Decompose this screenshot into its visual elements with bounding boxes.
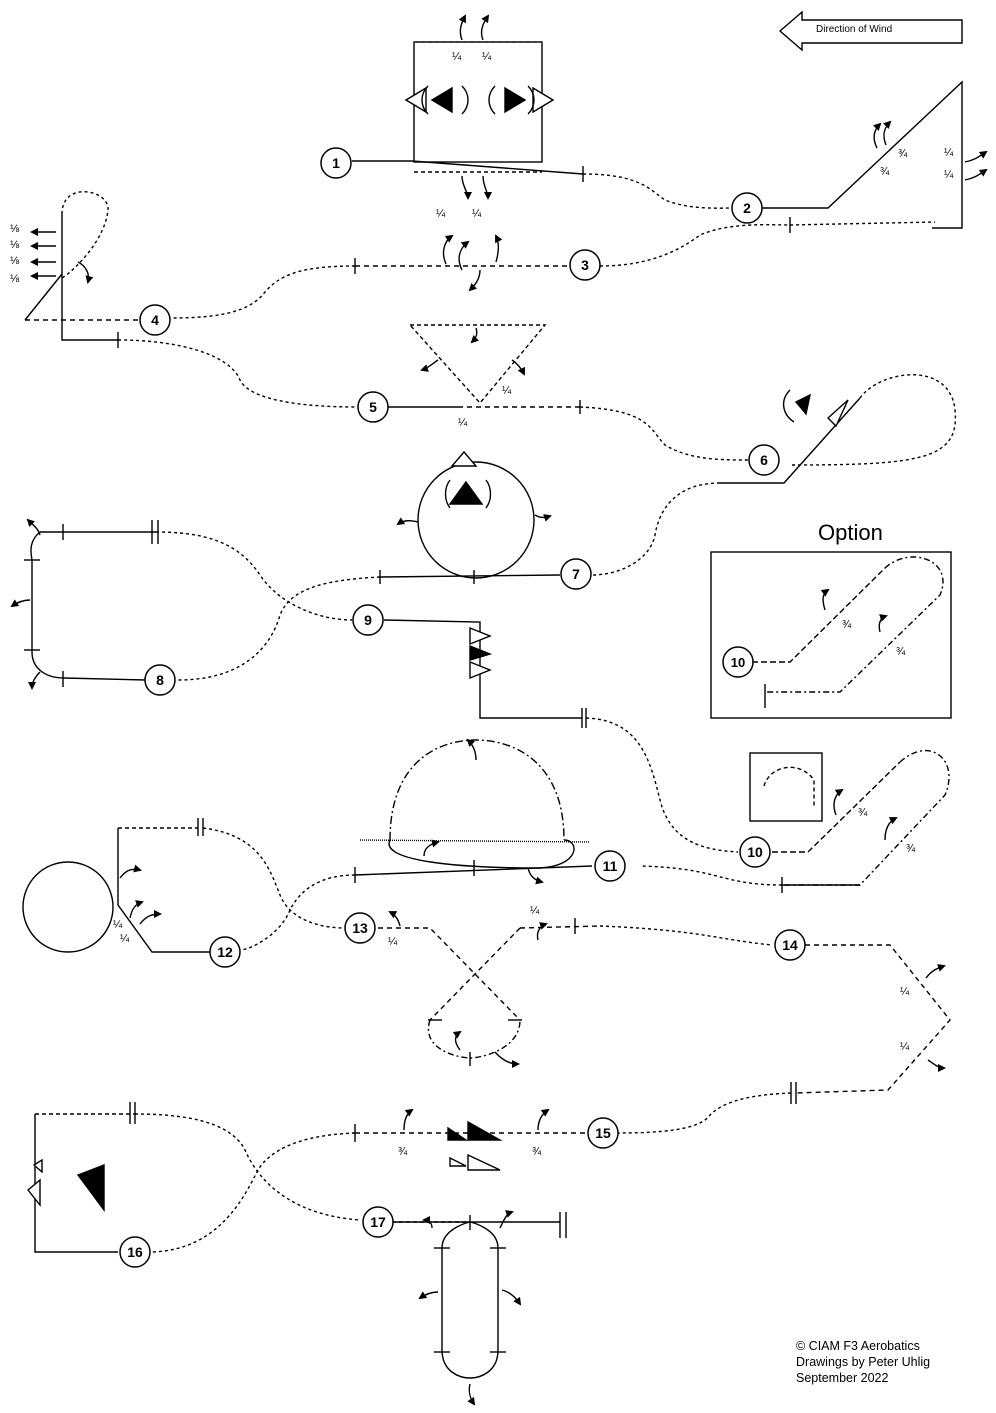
- figure-8-number: 8: [156, 672, 164, 688]
- figure-3-marker: [569, 249, 601, 281]
- figure-1-marker: [320, 147, 352, 179]
- figure-7-marker: [560, 558, 592, 590]
- fraction-label: ¾: [532, 1146, 542, 1158]
- figure-6-marker: [748, 444, 780, 476]
- wind-arrow-shape: [778, 10, 963, 52]
- figure-5-number: 5: [369, 399, 377, 415]
- figure-15-marker: [587, 1117, 619, 1149]
- fraction-label: ¼: [452, 51, 462, 63]
- credits-line-author: Drawings by Peter Uhlig: [796, 1355, 931, 1369]
- figure-11-number: 11: [603, 858, 618, 874]
- option-title: Option: [818, 520, 883, 545]
- fraction-label: ¼: [458, 417, 468, 429]
- credits-line-date: September 2022: [796, 1371, 889, 1385]
- fraction-label: ¼: [530, 905, 540, 917]
- fraction-label: ¾: [896, 646, 906, 658]
- fraction-label: ¼: [900, 986, 910, 998]
- option-figure-marker: [722, 646, 754, 678]
- figure-5-marker: [357, 391, 389, 423]
- figure-14-marker: [774, 929, 806, 961]
- fraction-label: ¾: [842, 619, 852, 631]
- figure-6-number: 6: [760, 452, 768, 468]
- figure-12-marker: [209, 936, 241, 968]
- figure-15-number: 15: [595, 1125, 611, 1141]
- figure-14-number: 14: [782, 937, 798, 953]
- option-figure-number: 10: [731, 655, 745, 670]
- fraction-label: ¼: [120, 933, 130, 945]
- fraction-label: ¼: [900, 1041, 910, 1053]
- credits-line-copyright: © CIAM F3 Aerobatics: [796, 1339, 920, 1353]
- credits-block: © CIAM F3 Aerobatics Drawings by Peter U…: [796, 1338, 930, 1386]
- fraction-label: ¾: [880, 166, 890, 178]
- fraction-label: ¼: [944, 169, 954, 181]
- fraction-label: ⅛: [10, 239, 20, 251]
- figure-4-marker: [139, 304, 171, 336]
- figure-4-number: 4: [151, 312, 159, 328]
- fraction-label: ¼: [388, 936, 398, 948]
- fraction-label: ⅛: [10, 223, 20, 235]
- fraction-label: ¼: [436, 208, 446, 220]
- fraction-label: ⅛: [10, 255, 20, 267]
- figure-7-number: 7: [572, 566, 580, 582]
- fraction-label: ¾: [398, 1146, 408, 1158]
- fraction-label: ¾: [898, 148, 908, 160]
- fraction-label: ¼: [113, 919, 123, 931]
- figure-3-number: 3: [581, 257, 589, 273]
- figure-8-marker: [144, 664, 176, 696]
- figure-2-number: 2: [743, 200, 751, 216]
- figure-17-number: 17: [370, 1214, 386, 1230]
- fraction-label: ¾: [906, 843, 916, 855]
- fraction-label: ¼: [944, 147, 954, 159]
- fraction-label: ¼: [472, 208, 482, 220]
- wind-direction-label: Direction of Wind: [816, 24, 893, 35]
- figure-16-marker: [119, 1236, 151, 1268]
- fraction-label: ¾: [858, 807, 868, 819]
- figure-10-marker: [739, 836, 771, 868]
- figure-1-number: 1: [332, 155, 340, 171]
- fraction-label: ¼: [482, 51, 492, 63]
- figure-16-number: 16: [127, 1244, 143, 1260]
- figure-9-number: 9: [364, 612, 372, 628]
- figure-13-marker: [344, 912, 376, 944]
- figure-11-marker: [594, 850, 626, 882]
- figure-9-marker: [352, 604, 384, 636]
- figure-13-number: 13: [352, 920, 368, 936]
- figure-10-number: 10: [747, 844, 763, 860]
- fraction-label: ¼: [502, 385, 512, 397]
- figure-2-marker: [731, 192, 763, 224]
- figure-17-marker: [362, 1206, 394, 1238]
- figure-12-number: 12: [217, 944, 233, 960]
- fraction-label: ⅛: [10, 273, 20, 285]
